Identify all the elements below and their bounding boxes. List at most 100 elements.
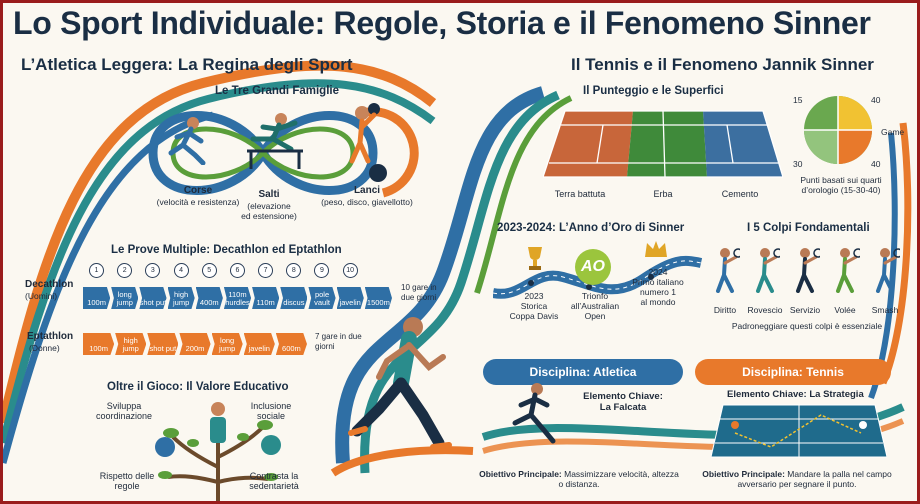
family-corse-desc: (velocità e resistenza) xyxy=(156,197,240,207)
decathlon-number: 5 xyxy=(201,263,217,278)
decathlon-number: 2 xyxy=(117,263,133,278)
edu-item-sedentary: Contrasta la sedentarietà xyxy=(249,471,299,491)
tennis-heading: Il Tennis e il Fenomeno Jannik Sinner xyxy=(571,55,874,74)
score-40-bottom: 40 xyxy=(871,159,881,169)
athletics-goal-label: Obiettivo Principale: xyxy=(479,469,562,479)
heptathlon-label: Eptathlon xyxy=(27,331,74,342)
edu-item-coordination: Sviluppa coordinazione xyxy=(95,401,153,421)
decathlon-note: 10 gare in due giorni xyxy=(401,283,437,302)
shot-item: Diritto xyxy=(705,247,745,315)
shot-item: Servizio xyxy=(785,247,825,315)
tennis-key: Elemento Chiave: La Strategia xyxy=(727,389,864,400)
multi-heading: Le Prove Multiple: Decathlon ed Eptathlo… xyxy=(111,244,342,256)
score-30: 30 xyxy=(793,159,803,169)
family-salti-desc: (elevazione ed estensione) xyxy=(241,201,297,221)
score-clock-icon xyxy=(804,96,872,164)
tennis-player-icon xyxy=(756,248,780,293)
event-chip: 200m xyxy=(179,333,211,355)
athletics-goal: Obiettivo Principale: Massimizzare veloc… xyxy=(479,469,679,489)
event-chip: 600m xyxy=(275,333,307,355)
shots-caption: Padroneggiare questi colpi è essenziale xyxy=(731,321,883,331)
milestone-ao: Trionfo all’Australian Open xyxy=(570,291,620,321)
shot-label: Volée xyxy=(834,305,856,315)
ao-badge-icon: AO xyxy=(575,249,611,285)
decathlon-sub: (Uomini) xyxy=(25,291,58,301)
event-chip: 110m hurdles xyxy=(223,287,252,309)
event-chip: 100m xyxy=(83,287,111,309)
surface-clay: Terra battuta xyxy=(554,189,606,199)
decathlon-number: 7 xyxy=(258,263,274,278)
family-corse-name: Corse xyxy=(183,185,213,196)
milestone-road xyxy=(493,255,703,299)
family-lanci-desc: (peso, disco, giavellotto) xyxy=(321,197,413,207)
athletics-band: Disciplina: Atletica xyxy=(483,359,683,385)
surfaces-court xyxy=(543,110,783,178)
page-title: Lo Sport Individuale: Regole, Storia e i… xyxy=(13,5,871,41)
shot-item: Rovescio xyxy=(745,247,785,315)
tennis-player-icon xyxy=(716,248,740,293)
milestone-davis: 2023 Storica Coppa Davis xyxy=(509,291,559,321)
families-heading: Le Tre Grandi Famiglie xyxy=(215,85,339,97)
tennis-player-icon xyxy=(796,248,820,293)
event-chip: high jump xyxy=(115,333,147,355)
decathlon-label: Decathlon xyxy=(25,279,74,290)
score-caption: Punti basati sui quarti d’orologio (15-3… xyxy=(800,175,882,195)
event-chip: discus xyxy=(280,287,308,309)
athletics-key: Elemento Chiave: La Falcata xyxy=(583,391,663,413)
shot-label: Diritto xyxy=(713,305,737,315)
edu-item-rules: Rispetto delle regole xyxy=(99,471,155,491)
shot-item: Smash xyxy=(865,247,905,315)
event-chip: javelin xyxy=(243,333,275,355)
decathlon-number: 3 xyxy=(145,263,161,278)
crown-icon xyxy=(645,241,667,257)
heptathlon-note: 7 gare in due giorni xyxy=(315,332,362,351)
score-game: Game xyxy=(881,127,905,137)
shot-label: Servizio xyxy=(789,305,821,315)
event-chip: javelin xyxy=(336,287,364,309)
decathlon-number: 10 xyxy=(342,263,358,278)
tennis-goal: Obiettivo Principale: Mandare la palla n… xyxy=(695,469,899,489)
shot-label: Rovescio xyxy=(747,305,783,315)
surface-hard: Cemento xyxy=(721,189,759,199)
event-chip: shot put xyxy=(139,287,167,309)
tennis-player-icon xyxy=(876,248,900,293)
event-chip: pole vault xyxy=(308,287,336,309)
tennis-band: Disciplina: Tennis xyxy=(695,359,891,385)
edu-item-inclusion: Inclusione sociale xyxy=(250,401,292,421)
shot-label: Smash xyxy=(871,305,899,315)
event-chip: 400m xyxy=(195,287,223,309)
milestone-number-one: 2024 Primo italiano numero 1 al mondo xyxy=(632,267,684,307)
tennis-goal-label: Obiettivo Principale: xyxy=(702,469,785,479)
hurdler-icon xyxy=(247,113,303,169)
decathlon-number: 9 xyxy=(314,263,330,278)
score-heading: Il Punteggio e le Superfici xyxy=(583,85,724,97)
tree-icon xyxy=(155,402,281,501)
family-lanci-name: Lanci xyxy=(353,185,381,196)
track-background xyxy=(3,60,912,477)
surface-grass: Erba xyxy=(653,189,673,199)
runner-icon xyxy=(168,117,206,165)
shot-item: Volée xyxy=(825,247,865,315)
athletics-goal-text: Massimizzare velocità, altezza o distanz… xyxy=(558,469,679,489)
event-chip: 100m xyxy=(83,333,115,355)
stride-runner-icon xyxy=(512,383,556,444)
strategy-court xyxy=(711,404,887,458)
decathlon-number: 4 xyxy=(173,263,189,278)
athletics-heading: L’Atletica Leggera: La Regina degli Spor… xyxy=(21,55,353,74)
event-chip: long jump xyxy=(111,287,139,309)
shots-heading: I 5 Colpi Fondamentali xyxy=(747,222,870,234)
decathlon-number: 8 xyxy=(286,263,302,278)
decathlon-number: 6 xyxy=(229,263,245,278)
runner-icon xyxy=(348,317,452,450)
event-chip: shot put xyxy=(147,333,179,355)
decathlon-number: 1 xyxy=(89,263,104,278)
event-chip: 110m xyxy=(252,287,280,309)
score-15: 15 xyxy=(793,95,803,105)
event-chip: long jump xyxy=(211,333,243,355)
tennis-player-icon xyxy=(836,248,860,293)
shots-row: Diritto Rovescio Servizio Volée Smash xyxy=(705,247,905,315)
